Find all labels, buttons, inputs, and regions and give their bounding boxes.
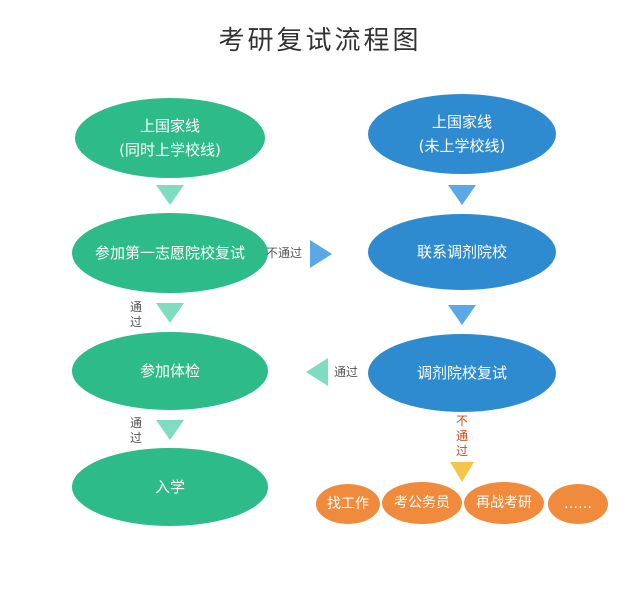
node-physical-exam: 参加体检 bbox=[72, 332, 268, 410]
node-national-and-school-line: 上国家线 (同时上学校线) bbox=[75, 98, 265, 178]
label-char: 过 bbox=[129, 431, 142, 445]
arrow-right-icon bbox=[310, 240, 332, 268]
node-label: 调剂院校复试 bbox=[416, 364, 507, 382]
node-label: 入学 bbox=[154, 478, 185, 496]
arrow-down-icon bbox=[156, 303, 184, 323]
node-adjust-school-retest: 调剂院校复试 bbox=[368, 334, 556, 412]
outcome-find-job: 找工作 bbox=[316, 484, 380, 524]
node-label-line1: 上国家线 bbox=[431, 113, 492, 131]
outcome-label: 找工作 bbox=[327, 496, 369, 512]
node-first-choice-retest: 参加第一志愿院校复试 bbox=[72, 213, 268, 293]
label-not-pass-vertical: 不 通 过 bbox=[454, 414, 470, 459]
arrow-down-icon bbox=[450, 462, 474, 482]
outcome-label: 再战考研 bbox=[476, 495, 532, 511]
label-char: 通 bbox=[455, 429, 468, 443]
outcome-label: …… bbox=[564, 496, 592, 512]
label-char: 过 bbox=[129, 315, 142, 329]
node-label: 参加第一志愿院校复试 bbox=[94, 244, 245, 262]
arrow-down-icon bbox=[448, 305, 476, 325]
node-label: 参加体检 bbox=[139, 362, 200, 380]
node-national-line-only: 上国家线 (未上学校线) bbox=[368, 94, 556, 174]
node-label-line2: (未上学校线) bbox=[418, 137, 506, 155]
arrow-down-icon bbox=[156, 185, 184, 205]
outcome-label: 考公务员 bbox=[394, 495, 450, 511]
label-char: 不 bbox=[455, 414, 468, 428]
label-pass-2: 通 过 bbox=[128, 416, 144, 446]
outcome-etc: …… bbox=[548, 484, 608, 524]
arrow-left-icon bbox=[306, 358, 328, 386]
arrow-down-icon bbox=[156, 420, 184, 440]
label-pass-left: 通过 bbox=[334, 365, 359, 379]
node-label-line1: 上国家线 bbox=[139, 117, 200, 135]
node-label: 联系调剂院校 bbox=[416, 243, 507, 261]
label-not-pass: 不通过 bbox=[266, 246, 303, 260]
label-char: 通 bbox=[129, 416, 142, 430]
node-enrollment: 入学 bbox=[72, 448, 268, 526]
page-title: 考研复试流程图 bbox=[218, 26, 422, 56]
arrow-down-icon bbox=[448, 185, 476, 205]
node-label-line2: (同时上学校线) bbox=[119, 141, 221, 159]
node-contact-adjust-school: 联系调剂院校 bbox=[368, 214, 556, 290]
label-char: 过 bbox=[455, 444, 468, 458]
label-pass-1: 通 过 bbox=[128, 300, 144, 330]
outcome-civil-service: 考公务员 bbox=[382, 482, 462, 524]
outcome-retry-exam: 再战考研 bbox=[464, 482, 544, 524]
label-char: 通 bbox=[129, 300, 142, 314]
